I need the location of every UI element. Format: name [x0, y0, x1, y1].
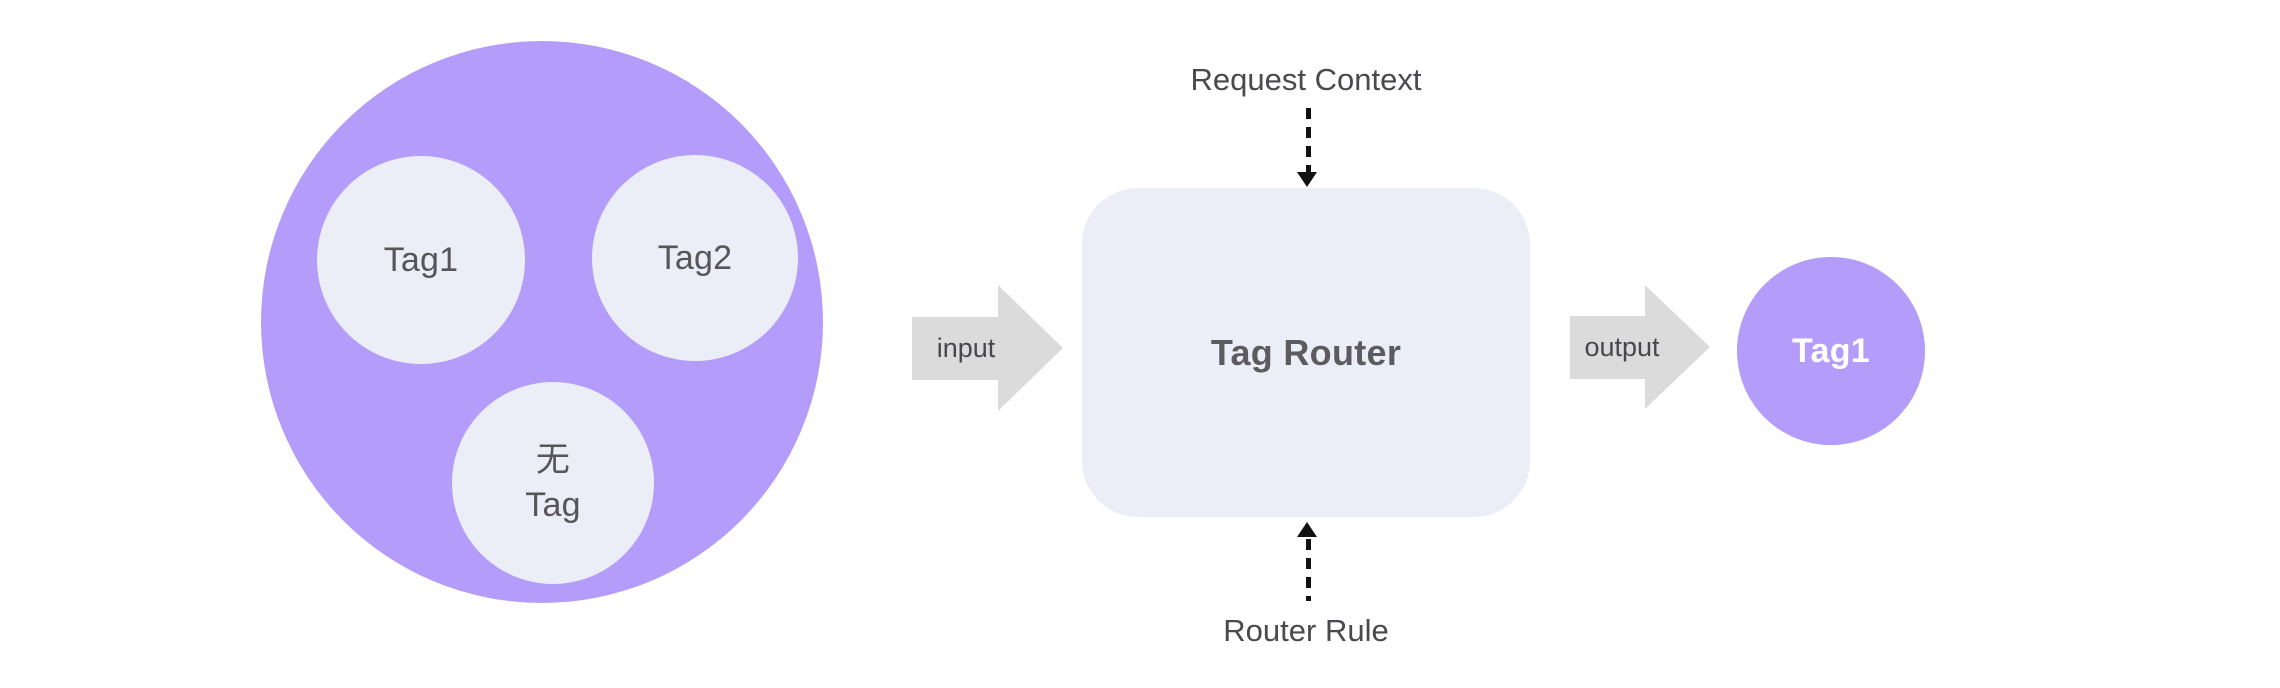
output-tag-node: Tag1 — [1737, 257, 1925, 445]
cluster-node-no-tag-label: 无 Tag — [525, 441, 581, 524]
request-context-label: Request Context — [1190, 62, 1422, 97]
cluster-node-tag2: Tag2 — [592, 155, 798, 361]
tag-router-box: Tag Router — [1082, 188, 1530, 517]
arrowhead-up-icon — [1297, 522, 1317, 537]
router-rule-label: Router Rule — [1223, 613, 1389, 648]
cluster-node-tag1: Tag1 — [317, 156, 525, 364]
input-arrow: input — [912, 285, 1063, 412]
router-rule-connector — [1306, 539, 1311, 601]
output-arrow-shaft — [1570, 316, 1645, 379]
cluster-node-no-tag: 无 Tag — [452, 382, 654, 584]
arrow-right-icon — [998, 285, 1063, 411]
arrow-right-icon — [1645, 285, 1710, 409]
output-tag-node-label: Tag1 — [1791, 331, 1871, 370]
input-arrow-shaft — [912, 317, 998, 380]
tag-router-label: Tag Router — [1210, 331, 1402, 373]
request-context-connector — [1306, 108, 1311, 172]
output-arrow: output — [1570, 285, 1710, 410]
input-arrow-label: input — [936, 333, 996, 363]
output-arrow-label: output — [1584, 332, 1660, 362]
cluster-node-tag2-label: Tag2 — [657, 238, 733, 277]
cluster-node-tag1-label: Tag1 — [383, 240, 459, 279]
arrowhead-down-icon — [1297, 172, 1317, 187]
